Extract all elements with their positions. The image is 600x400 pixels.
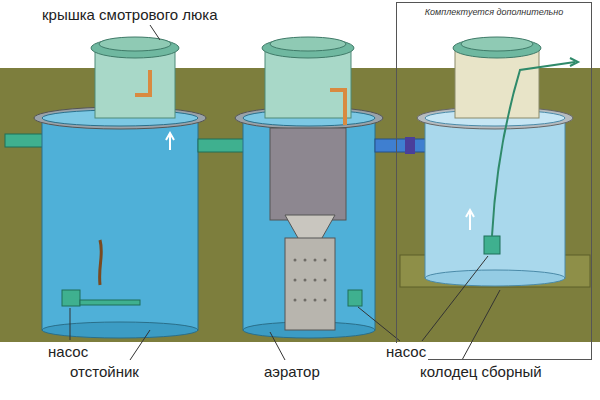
part-label: аэратор — [262, 363, 322, 380]
settling-tank — [34, 37, 206, 338]
inlet-pipe — [5, 134, 45, 147]
optional-equipment-frame: Комплектуется дополнительно — [396, 2, 592, 360]
part-label: колодец сборный — [418, 363, 544, 380]
leader-lines — [70, 25, 500, 360]
frame-note: Комплектуется дополнительно — [397, 3, 591, 17]
part-label: насос — [46, 343, 90, 360]
part-label: насос — [384, 343, 428, 360]
collector-well — [417, 37, 578, 286]
pipe-joint — [405, 137, 415, 154]
part-label: крышка смотрового люка — [40, 6, 220, 23]
part-label: отстойник — [68, 363, 141, 380]
outlet-pipe — [375, 139, 427, 152]
transfer-pipe — [198, 139, 245, 152]
aerator-tank — [235, 37, 383, 338]
